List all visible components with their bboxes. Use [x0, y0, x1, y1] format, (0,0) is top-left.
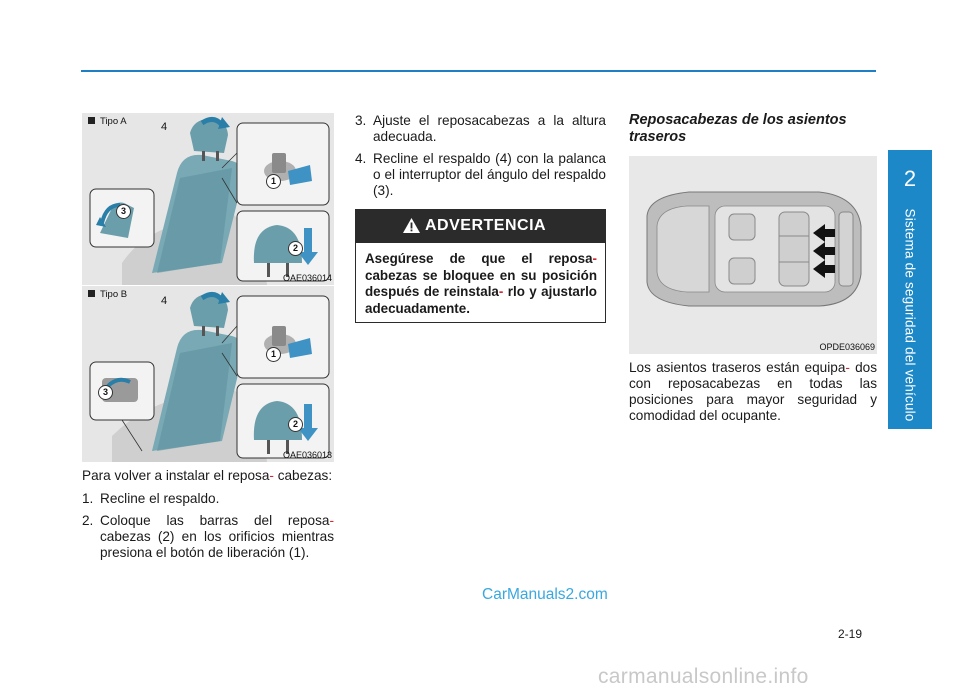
- callout-1: 1: [266, 347, 281, 362]
- type-a-label: Tipo A: [88, 116, 127, 127]
- step-2: 2.Coloque las barras del reposa- cabezas…: [82, 513, 334, 560]
- watermark-text: carmanualsonline.info: [598, 665, 809, 688]
- reinstall-intro: Para volver a instalar el reposa- cabeza…: [82, 468, 333, 483]
- callout-2: 2: [288, 417, 303, 432]
- callout-3: 3: [116, 204, 131, 219]
- step-4: 4.Recline el respaldo (4) con la palanca…: [355, 151, 606, 198]
- warning-body: Asegúrese de que el reposa- cabezas se b…: [355, 243, 606, 323]
- rear-headrests-paragraph: Los asientos traseros están equipa- dos …: [629, 360, 877, 423]
- type-b-label: Tipo B: [88, 289, 127, 300]
- callout-4: 4: [161, 121, 168, 133]
- left-column-text: Para volver a instalar el reposa- cabeza…: [82, 468, 334, 567]
- callout-4: 4: [161, 295, 168, 307]
- chapter-title: Sistema de seguridad del vehículo: [902, 208, 918, 422]
- seat-type-b-illustration: [89, 292, 330, 462]
- watermark-link[interactable]: CarManuals2.com: [482, 586, 608, 603]
- figure-headrest-type-b: Tipo B 4 1 3 2 OAE036013: [82, 286, 334, 462]
- step-3: 3.Ajuste el reposacabezas a la altura ad…: [355, 113, 606, 144]
- callout-3: 3: [98, 385, 113, 400]
- page-number: 2-19: [838, 627, 863, 641]
- chapter-number: 2: [903, 166, 917, 191]
- warning-title: ADVERTENCIA: [425, 217, 547, 234]
- seat-type-a-illustration: [89, 117, 330, 285]
- figure-code-b: OAE036013: [282, 450, 332, 460]
- callout-1: 1: [266, 174, 281, 189]
- car-top-view-illustration: [646, 191, 862, 307]
- warning-triangle-icon: [403, 218, 420, 233]
- figure-code-a: OAE036014: [282, 273, 332, 283]
- figure-code-car: OPDE036069: [819, 342, 875, 352]
- warning-header: ADVERTENCIA: [355, 209, 606, 243]
- callout-2: 2: [288, 241, 303, 256]
- figure-headrest-type-a: Tipo A 4 1 3 2 OAE036014: [82, 113, 334, 285]
- step-1: 1.Recline el respaldo.: [82, 491, 220, 506]
- figure-rear-headrests: OPDE036069: [629, 156, 877, 354]
- header-rule: [81, 70, 876, 72]
- section-title: Reposacabezas de los asientos traseros: [629, 112, 847, 145]
- chapter-tab: [888, 150, 932, 429]
- middle-column-text: 3.Ajuste el reposacabezas a la altura ad…: [355, 113, 606, 205]
